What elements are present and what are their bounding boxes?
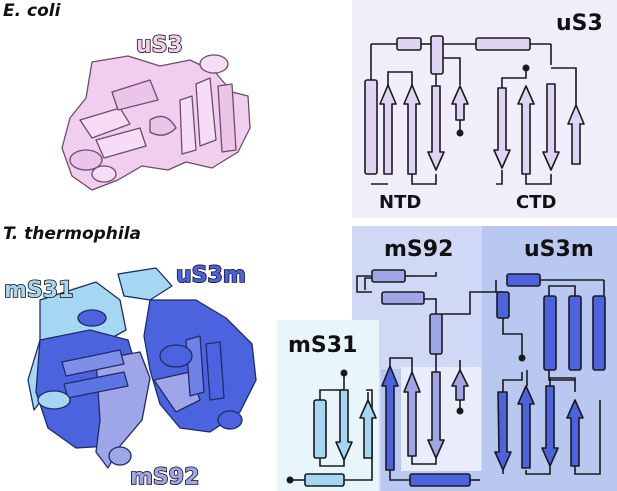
species-label-ecoli: E. coli: [3, 1, 61, 21]
topology-ntd-label: NTD: [379, 192, 421, 213]
topology-complex-panel: mS92 uS3m mS31: [277, 226, 617, 491]
topology-ctd-label: CTD: [516, 192, 556, 213]
topology-us3-panel: uS3: [352, 0, 617, 218]
ecoli-us3-structure: [61, 54, 251, 191]
topology-ms92-title: mS92: [384, 237, 453, 262]
topology-ms31-title: mS31: [288, 333, 357, 358]
tthermophila-complex-structure: [27, 267, 257, 469]
ms92-structure-label: mS92: [130, 465, 199, 490]
ms31-region: [277, 320, 379, 491]
topology-us3-title: uS3: [556, 11, 603, 36]
topology-us3m-title: uS3m: [524, 237, 594, 262]
species-label-tthermophila: T. thermophila: [3, 224, 142, 244]
ms31-structure-label: mS31: [4, 278, 73, 303]
ecoli-us3-label: uS3: [136, 33, 183, 58]
us3m-structure-label: uS3m: [176, 263, 246, 288]
